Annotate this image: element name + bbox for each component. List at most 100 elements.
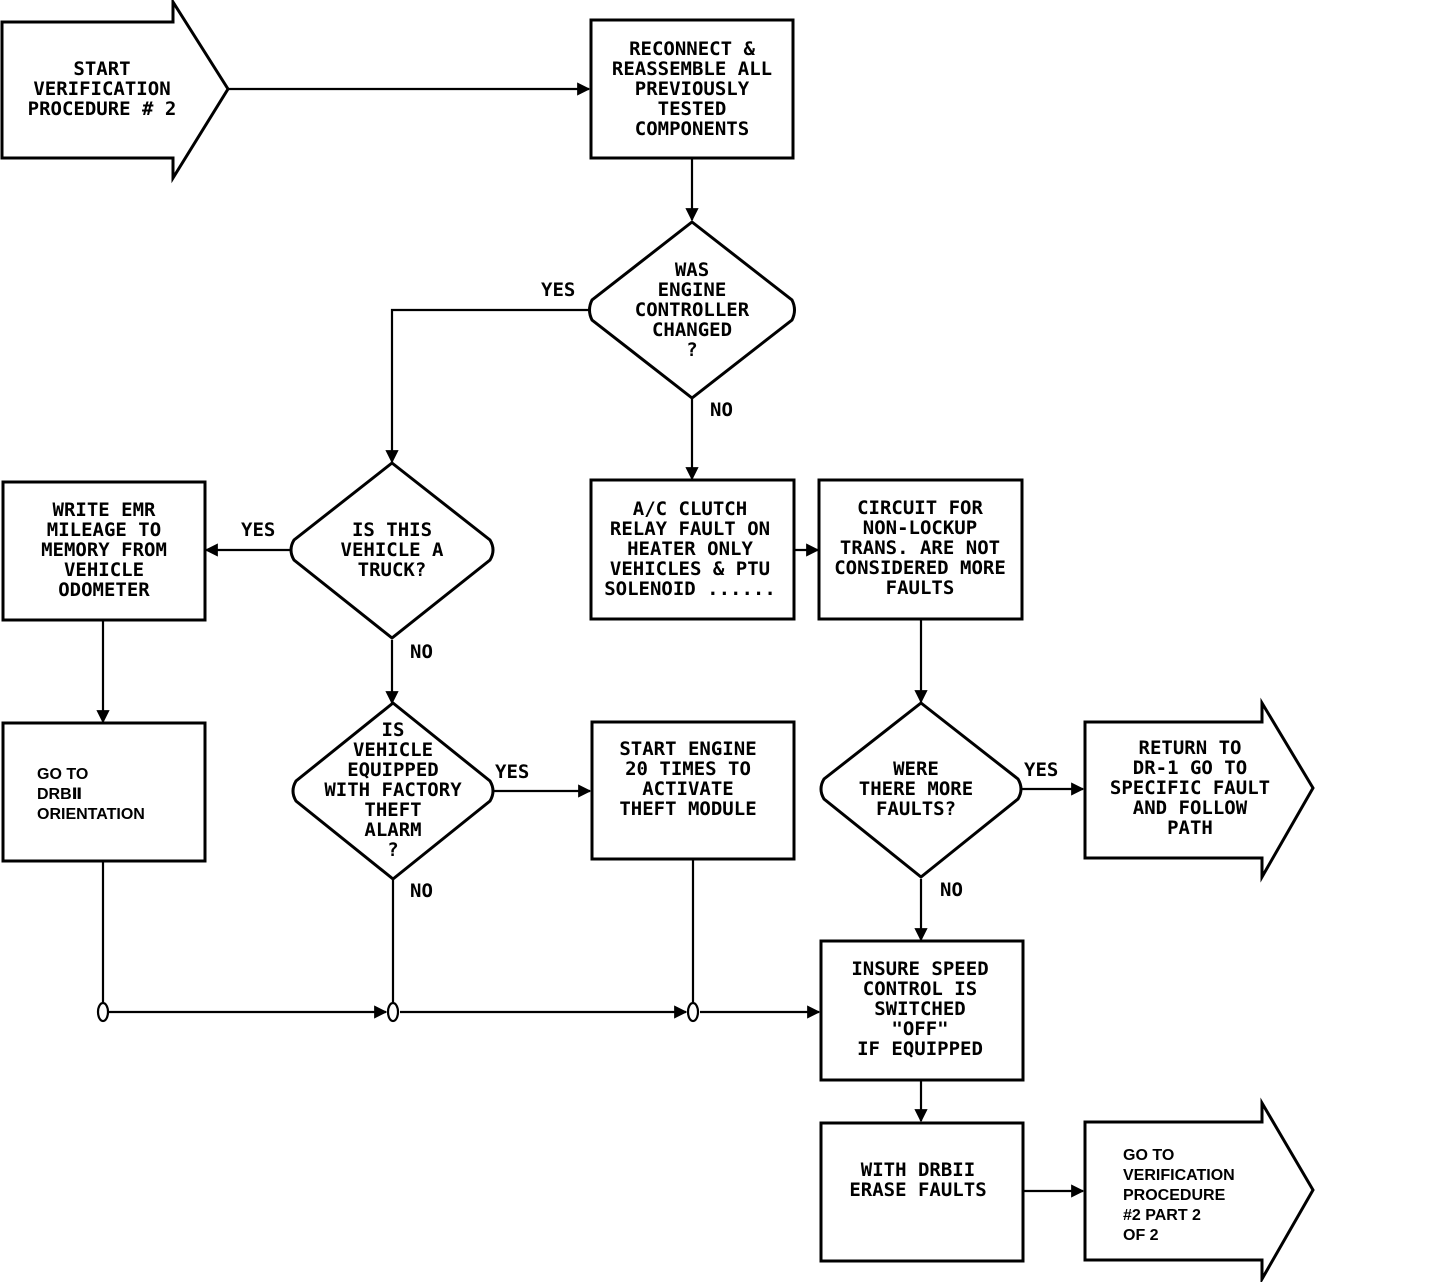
node-text-line: START ENGINE	[619, 738, 756, 760]
node-text-line: ?	[686, 339, 697, 361]
node-text-line: ERASE FAULTS	[849, 1179, 986, 1201]
node-text-line: VEHICLE	[64, 559, 144, 581]
node-text-line: ODOMETER	[58, 579, 150, 601]
node-go-to-drb-text: GO TO DRBⅡ ORIENTATION	[37, 766, 145, 823]
node-text-line: RETURN TO	[1139, 737, 1242, 759]
junction-middle	[386, 1001, 400, 1023]
node-text-line: REASSEMBLE ALL	[612, 58, 772, 80]
node-text-line: EQUIPPED	[347, 759, 439, 781]
node-text-line: HEATER ONLY	[627, 538, 753, 560]
edge-labels: YES NO YES NO YES NO YES NO	[241, 279, 1058, 902]
node-text-line: ORIENTATION	[37, 806, 145, 823]
node-text-line: DR-1 GO TO	[1133, 757, 1247, 779]
node-text-line: "OFF"	[891, 1018, 948, 1040]
node-text-line: ALARM	[364, 819, 421, 841]
label-faults-yes: YES	[1024, 759, 1058, 781]
node-text-line: COMPONENTS	[635, 118, 749, 140]
node-text-line: IS THIS	[352, 519, 432, 541]
node-text-line: VEHICLE A	[341, 539, 445, 561]
node-text-line: GO TO	[37, 766, 88, 783]
node-text-line: ACTIVATE	[642, 778, 734, 800]
label-engine-no: NO	[710, 399, 733, 421]
connectors	[96, 82, 1085, 1198]
node-text-line: SWITCHED	[874, 998, 966, 1020]
node-text-line: TRANS. ARE NOT	[840, 537, 1000, 559]
node-text-line: CONSIDERED MORE	[834, 557, 1006, 579]
node-text-line: PATH	[1167, 817, 1213, 839]
label-theft-no: NO	[410, 880, 433, 902]
label-theft-yes: YES	[495, 761, 529, 783]
node-text-line: ?	[387, 839, 398, 861]
node-text-line: VEHICLES & PTU	[610, 558, 770, 580]
node-text-line: CHANGED	[652, 319, 732, 341]
node-text-line: SPECIFIC FAULT	[1110, 777, 1270, 799]
node-text-line: PROCEDURE # 2	[28, 98, 177, 120]
node-text-line: DRBⅡ	[37, 786, 82, 803]
node-text-line: WAS	[675, 259, 709, 281]
node-text-line: RECONNECT &	[629, 38, 755, 60]
node-text-line: AND FOLLOW	[1133, 797, 1248, 819]
node-text-line: WITH DRBII	[861, 1159, 975, 1181]
node-text-line: MILEAGE TO	[47, 519, 161, 541]
node-text-line: THERE MORE	[859, 778, 973, 800]
label-engine-yes: YES	[541, 279, 575, 301]
node-text-line: MEMORY FROM	[41, 539, 167, 561]
node-text-line: VERIFICATION	[33, 78, 170, 100]
node-text-line: A/C CLUTCH	[633, 498, 747, 520]
label-truck-yes: YES	[241, 519, 275, 541]
node-text-line: INSURE SPEED	[851, 958, 988, 980]
node-text-line: CONTROLLER	[635, 299, 750, 321]
label-faults-no: NO	[940, 879, 963, 901]
node-text-line: THEFT MODULE	[619, 798, 756, 820]
node-text-line: RELAY FAULT ON	[610, 518, 770, 540]
node-text-line: GO TO	[1123, 1147, 1174, 1164]
node-text-line: CIRCUIT FOR	[857, 497, 983, 519]
node-text-line: SOLENOID ......	[604, 578, 776, 600]
node-text-line: FAULTS	[886, 577, 955, 599]
node-text-line: FAULTS?	[876, 798, 956, 820]
node-text-line: VERIFICATION	[1123, 1167, 1235, 1184]
node-text-line: IF EQUIPPED	[857, 1038, 983, 1060]
node-text-line: #2 PART 2	[1123, 1207, 1201, 1224]
junction-right	[686, 1001, 700, 1023]
node-text-line: CONTROL IS	[863, 978, 977, 1000]
node-text-line: 20 TIMES TO	[625, 758, 751, 780]
node-text-line: WRITE EMR	[53, 499, 157, 521]
edge-engine-yes	[385, 308, 592, 464]
node-text-line: THEFT	[364, 799, 421, 821]
node-text-line: WITH FACTORY	[324, 779, 462, 801]
node-go-to-drb: GO TO DRBⅡ ORIENTATION	[1, 721, 207, 863]
junction-left	[96, 1001, 110, 1023]
node-text-line: IS	[382, 719, 405, 741]
node-text-line: PREVIOUSLY	[635, 78, 750, 100]
node-text-line: TRUCK?	[358, 559, 427, 581]
node-text-line: NON-LOCKUP	[863, 517, 977, 539]
node-text-line: VEHICLE	[353, 739, 433, 761]
node-text-line: ENGINE	[658, 279, 727, 301]
